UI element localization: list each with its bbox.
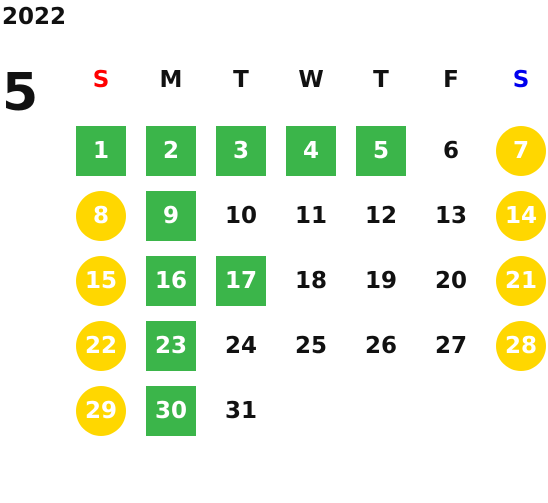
calendar-year: 2022: [2, 4, 67, 30]
calendar-month: 5: [2, 63, 39, 123]
day-cell[interactable]: 15: [66, 248, 136, 313]
day-number: 18: [294, 267, 327, 294]
day-cell[interactable]: 23: [136, 313, 206, 378]
day-cell[interactable]: 24: [206, 313, 276, 378]
day-cell[interactable]: 11: [276, 183, 346, 248]
day-cell[interactable]: 14: [486, 183, 548, 248]
day-cell[interactable]: 8: [66, 183, 136, 248]
day-number: 5: [356, 125, 406, 176]
day-cell[interactable]: 31: [206, 378, 276, 443]
day-number: 10: [224, 202, 257, 229]
day-number: 6: [442, 137, 459, 164]
day-number: 28: [496, 320, 546, 371]
day-number: 31: [224, 397, 257, 424]
weekday-label: W: [298, 67, 324, 93]
day-cell[interactable]: 30: [136, 378, 206, 443]
day-number: 27: [434, 332, 467, 359]
day-cell[interactable]: 19: [346, 248, 416, 313]
day-number: 19: [364, 267, 397, 294]
day-cell[interactable]: 12: [346, 183, 416, 248]
day-number: 30: [146, 385, 196, 436]
day-cell[interactable]: 17: [206, 248, 276, 313]
day-cell[interactable]: 16: [136, 248, 206, 313]
weekday-label: S: [512, 67, 530, 93]
weekday-label: S: [92, 67, 110, 93]
day-number: 14: [496, 190, 546, 241]
day-number: 17: [216, 255, 266, 306]
day-cell[interactable]: 21: [486, 248, 548, 313]
day-number: 16: [146, 255, 196, 306]
day-number: 9: [146, 190, 196, 241]
day-number: 7: [496, 125, 546, 176]
day-cell[interactable]: 13: [416, 183, 486, 248]
day-number: 29: [76, 385, 126, 436]
weekday-label: T: [373, 67, 389, 93]
day-number: 11: [294, 202, 327, 229]
weekday-label: M: [159, 67, 183, 93]
day-number: 24: [224, 332, 257, 359]
day-number: 13: [434, 202, 467, 229]
day-number: 21: [496, 255, 546, 306]
day-cell[interactable]: 29: [66, 378, 136, 443]
day-cell[interactable]: 25: [276, 313, 346, 378]
day-number: 12: [364, 202, 397, 229]
weekday-label: T: [233, 67, 249, 93]
weekday-label: F: [443, 67, 459, 93]
day-cell[interactable]: 9: [136, 183, 206, 248]
day-number: 23: [146, 320, 196, 371]
day-number: 8: [76, 190, 126, 241]
day-number: 2: [146, 125, 196, 176]
day-cell[interactable]: 10: [206, 183, 276, 248]
day-cell[interactable]: 5: [346, 118, 416, 183]
day-number: 26: [364, 332, 397, 359]
day-number: 25: [294, 332, 327, 359]
day-cell[interactable]: 26: [346, 313, 416, 378]
day-cell[interactable]: 20: [416, 248, 486, 313]
day-number: 4: [286, 125, 336, 176]
day-cell[interactable]: 22: [66, 313, 136, 378]
day-cell[interactable]: 2: [136, 118, 206, 183]
day-number: 22: [76, 320, 126, 371]
day-cell[interactable]: 3: [206, 118, 276, 183]
day-cell[interactable]: 4: [276, 118, 346, 183]
day-number: 1: [76, 125, 126, 176]
day-number: 3: [216, 125, 266, 176]
day-number: 15: [76, 255, 126, 306]
day-number: 20: [434, 267, 467, 294]
day-cell[interactable]: 6: [416, 118, 486, 183]
day-cell[interactable]: 1: [66, 118, 136, 183]
day-cell[interactable]: 28: [486, 313, 548, 378]
day-cell[interactable]: 18: [276, 248, 346, 313]
day-cell[interactable]: 7: [486, 118, 548, 183]
day-cell[interactable]: 27: [416, 313, 486, 378]
